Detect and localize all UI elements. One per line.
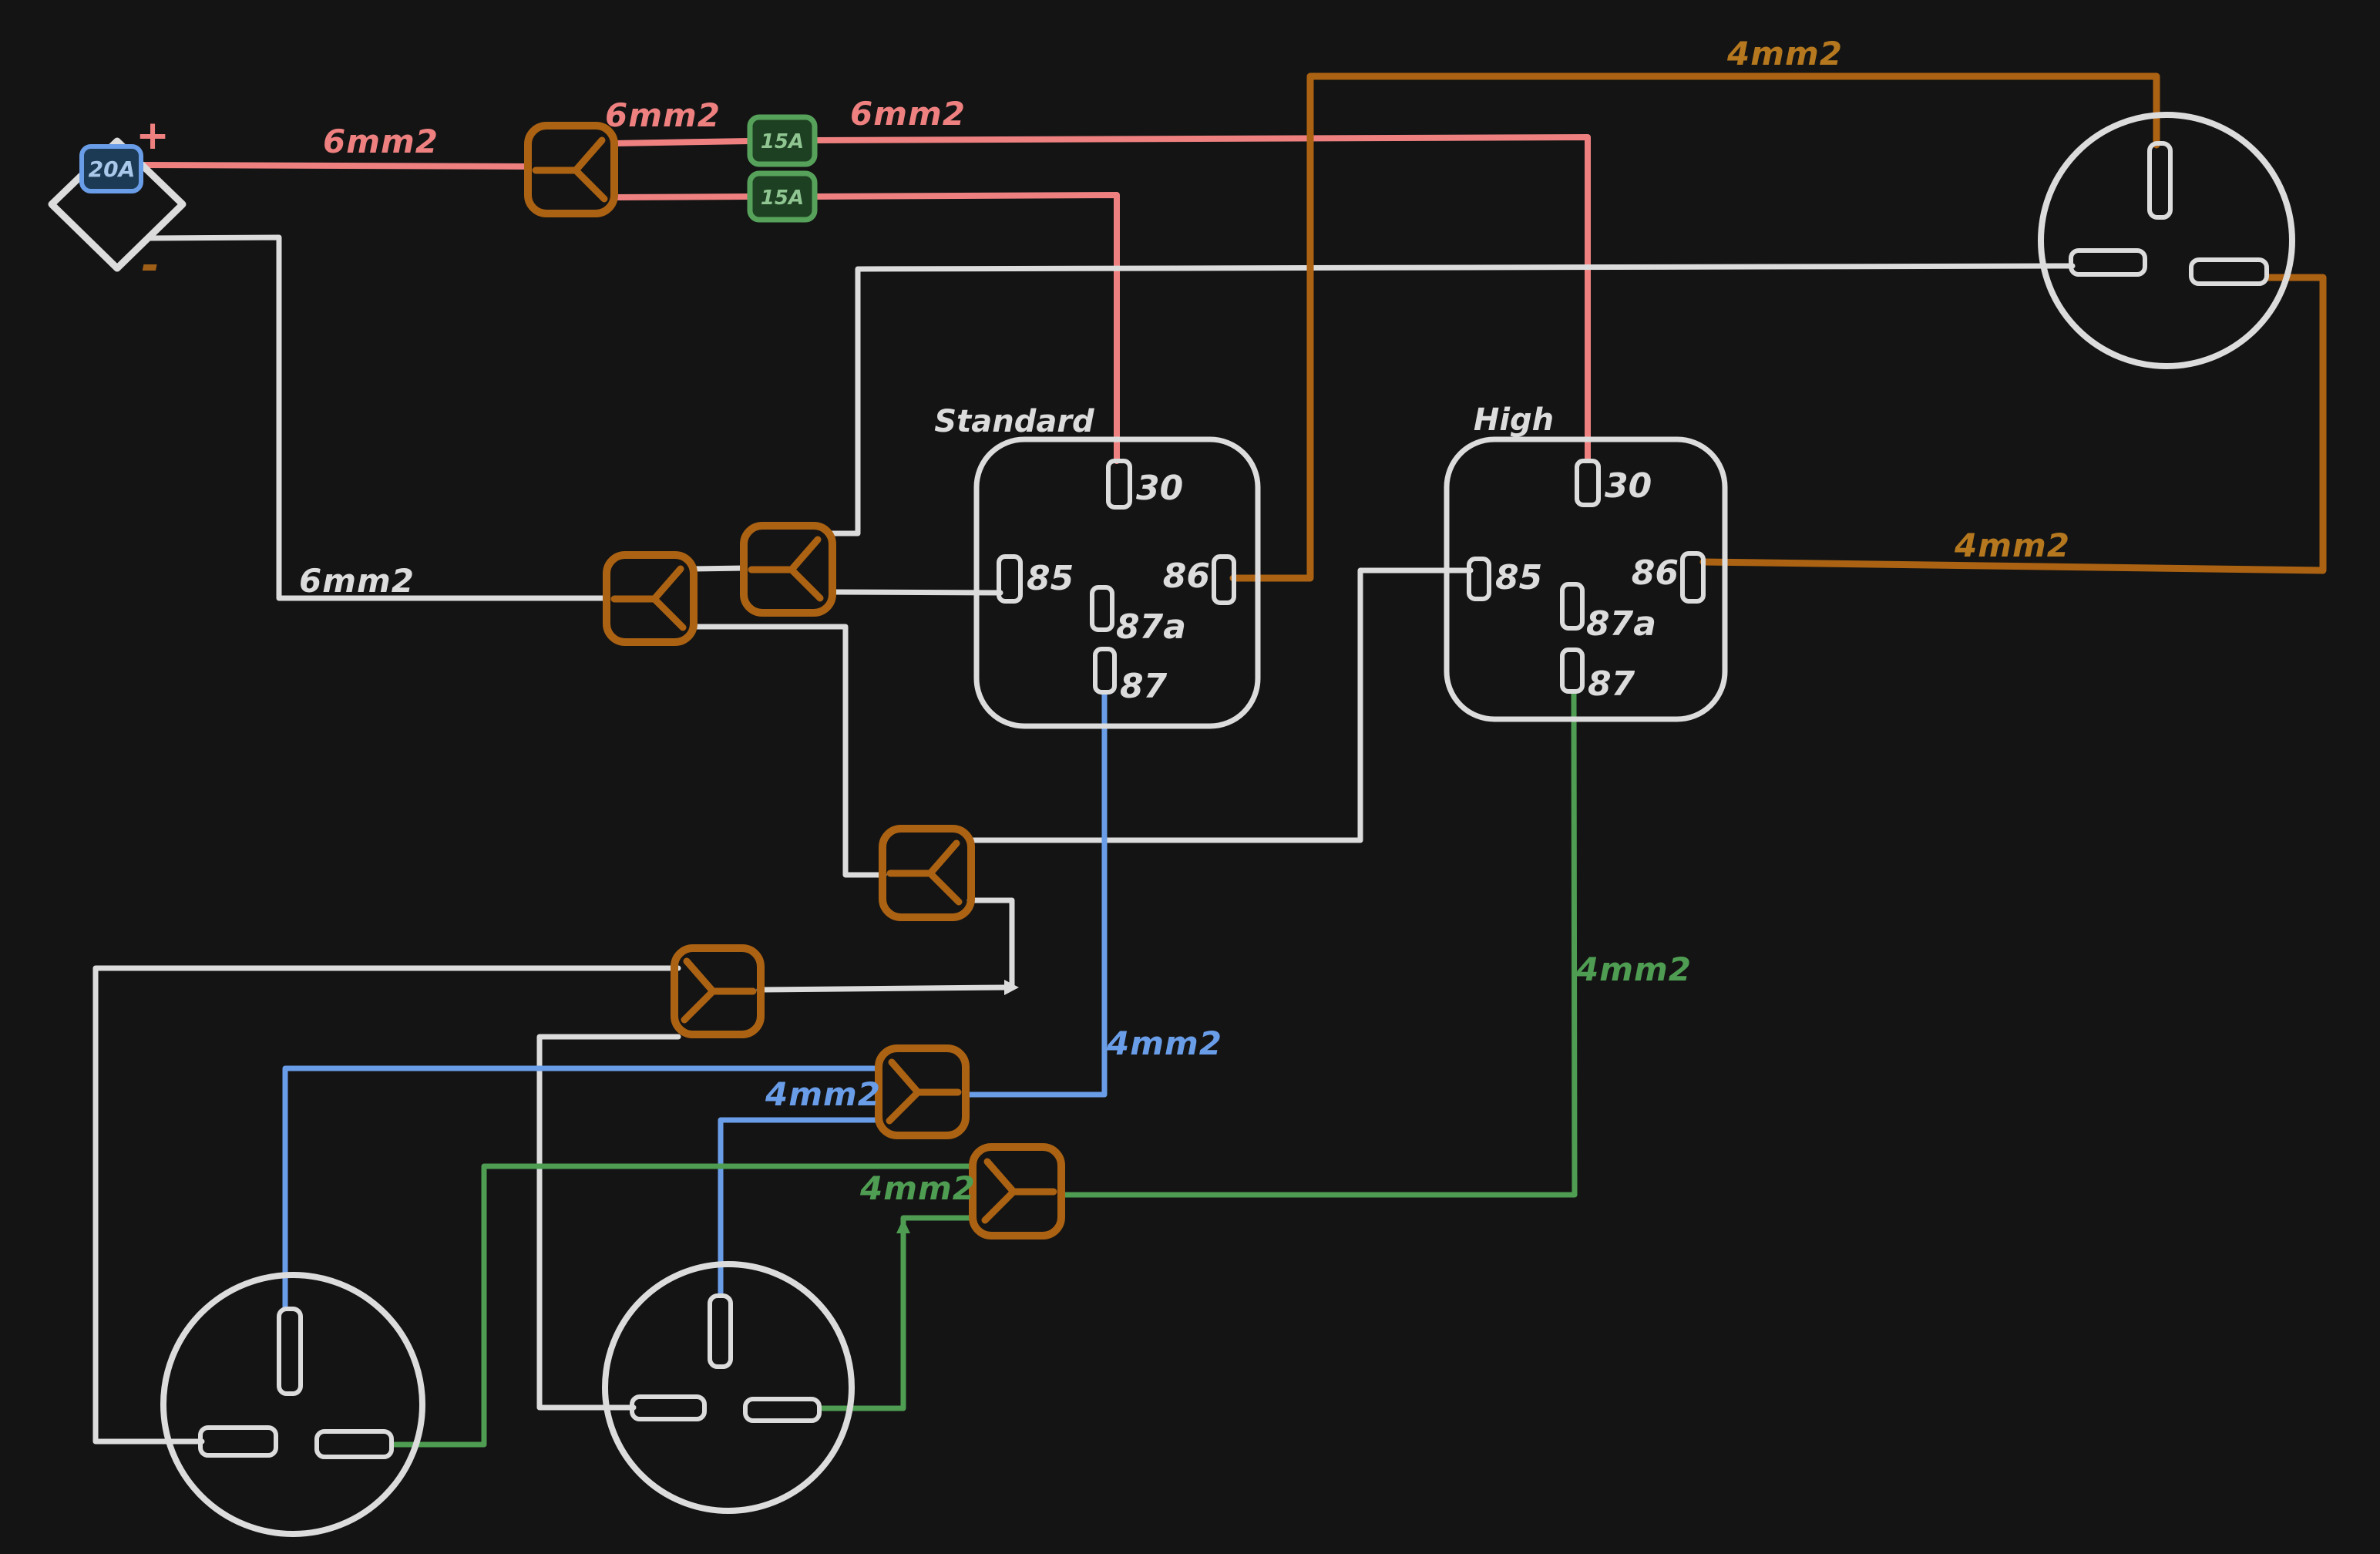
- ground-wires: [92, 234, 2076, 1445]
- blue-wires: [282, 690, 1108, 1311]
- label-6mm2-ground: 6mm2: [299, 562, 415, 600]
- positive-wires: [139, 134, 1591, 464]
- fuse-2-label: 15A: [761, 187, 804, 210]
- splitter-ground-b-icon: [740, 522, 836, 617]
- wire-standard-87-to-splitterE: [964, 690, 1108, 1098]
- relay-standard: Standard 30 85 86 87a 87: [934, 404, 1261, 729]
- splitter-green-f-icon: [969, 1143, 1065, 1240]
- connector-top-right-slot-top: [2147, 141, 2173, 220]
- relay-standard-pin87-label: 87: [1120, 667, 1168, 706]
- relay-standard-pin87a-slot: [1090, 585, 1114, 632]
- orange-wires: [1229, 72, 2327, 582]
- connector-bottom-middle-slot-left: [630, 1394, 707, 1421]
- label-6mm2-fused: 6mm2: [850, 95, 966, 133]
- relay-high-pin85-slot: [1467, 557, 1491, 601]
- relay-high-pin87a-label: 87a: [1586, 604, 1656, 644]
- fuse-1: 15A: [747, 114, 818, 167]
- relay-standard-pin87-slot: [1093, 647, 1117, 695]
- wire-splitterA-to-splitterC: [691, 624, 887, 878]
- fuse-2: 15A: [747, 170, 818, 223]
- battery-inline-fuse: [79, 144, 143, 193]
- relay-standard-pin30-label: 30: [1136, 469, 1183, 508]
- connector-bottom-middle-slot-top: [708, 1293, 733, 1369]
- relay-high-pin85-label: 85: [1495, 558, 1542, 597]
- wire-fuse1-to-high-relay-30: [812, 134, 1591, 463]
- arrowhead-white: [1004, 980, 1019, 995]
- relay-high-pin87a-slot: [1560, 582, 1585, 631]
- relay-standard-pin85-label: 85: [1027, 559, 1074, 598]
- label-6mm2-splitter: 6mm2: [605, 96, 721, 134]
- splitter-blue-e-icon: [875, 1044, 970, 1139]
- battery-plus-label: +: [136, 113, 170, 159]
- connector-bottom-left-slot-right: [314, 1429, 394, 1459]
- wire-high-86-to-top-connector-right: [1699, 274, 2327, 574]
- relay-standard-pin87a-label: 87a: [1116, 607, 1186, 647]
- arrowhead-green: [896, 1219, 910, 1233]
- label-4mm2-orange-top: 4mm2: [1726, 35, 1843, 72]
- wire-splitterF-to-circle1-right: [389, 1163, 974, 1448]
- splitter-power-icon: [524, 122, 618, 217]
- relay-standard-name: Standard: [934, 404, 1094, 439]
- label-6mm2-battery: 6mm2: [323, 123, 439, 160]
- connector-top-right-slot-right: [2189, 257, 2269, 286]
- wire-splitterD-to-circle1-left: [92, 965, 681, 1445]
- relay-high-pin86-slot: [1680, 551, 1706, 604]
- wire-high-87-to-splitterF: [1060, 689, 1578, 1198]
- battery-diamond: [48, 137, 187, 272]
- relay-high-pin86-label: 86: [1632, 553, 1679, 593]
- wire-splitterF-to-circle2-right: [817, 1215, 974, 1411]
- relay-standard-pin86-label: 86: [1163, 557, 1210, 596]
- relay-high-pin87-slot: [1560, 648, 1585, 694]
- relay-standard-pin30-slot: [1106, 459, 1132, 510]
- connector-top-right-slot-left: [2069, 248, 2147, 277]
- connector-bottom-left: [160, 1272, 425, 1537]
- relay-high-pin30-slot: [1575, 459, 1601, 507]
- connector-bottom-middle-slot-right: [743, 1397, 822, 1423]
- relay-high-pin87-label: 87: [1588, 664, 1635, 704]
- relay-standard-pin86-slot: [1212, 554, 1236, 605]
- wire-battery-minus-trunk: [145, 234, 610, 601]
- wire-splitterB-to-top-connector: [825, 263, 2076, 536]
- label-4mm2-green-high87: 4mm2: [1575, 950, 1692, 988]
- relay-high: High 30 85 86 87a 87: [1444, 402, 1728, 722]
- wire-splitter-to-fuse1: [611, 138, 753, 146]
- wire-fuse2-to-standard-relay-30: [812, 192, 1120, 464]
- relay-high-name: High: [1474, 402, 1554, 438]
- wire-splitterE-to-circle2-top: [718, 1117, 882, 1298]
- label-4mm2-blue-std87: 4mm2: [1106, 1024, 1222, 1062]
- splitters: [524, 122, 1065, 1240]
- wire-splitterD-stem-link: [756, 984, 1007, 993]
- wire-splitterD-to-circle2-left: [536, 1034, 681, 1411]
- connector-bottom-left-slot-left: [198, 1425, 278, 1458]
- wire-battery-to-splitter: [139, 162, 531, 170]
- wire-splitterC-down-link: [966, 897, 1015, 988]
- splitter-ground-a-icon: [603, 551, 698, 646]
- wire-splitterB-to-standard-85: [829, 589, 1003, 596]
- battery: 20A + -: [48, 113, 187, 291]
- battery-fuse-label: 20A: [89, 156, 136, 182]
- wire-splitterC-to-high-85: [966, 567, 1474, 843]
- relay-standard-pin85-slot: [997, 554, 1023, 604]
- label-4mm2-blue-splitter: 4mm2: [765, 1075, 881, 1113]
- wire-splitterE-to-circle1-top: [282, 1065, 882, 1311]
- wire-standard-86-to-top-connector: [1229, 72, 2160, 582]
- fuse-1-label: 15A: [761, 130, 804, 153]
- wire-gauge-labels: 6mm2 6mm2 6mm2 6mm2 4mm2 4mm2 4mm2 4mm2 …: [299, 35, 2070, 1207]
- connector-bottom-left-slot-top: [277, 1307, 303, 1396]
- wire-splitterA-to-splitterB: [691, 565, 747, 572]
- splitter-ground-d-icon: [671, 944, 765, 1038]
- label-4mm2-orange-right: 4mm2: [1954, 526, 2070, 564]
- label-4mm2-green-splitter: 4mm2: [859, 1169, 976, 1207]
- relay-high-pin30-label: 30: [1605, 466, 1652, 506]
- battery-minus-label: -: [141, 240, 159, 291]
- connector-bottom-middle: [602, 1261, 855, 1514]
- green-wires: [389, 689, 1578, 1448]
- splitter-ground-c-icon: [879, 825, 975, 921]
- connector-top-right: [2038, 112, 2295, 369]
